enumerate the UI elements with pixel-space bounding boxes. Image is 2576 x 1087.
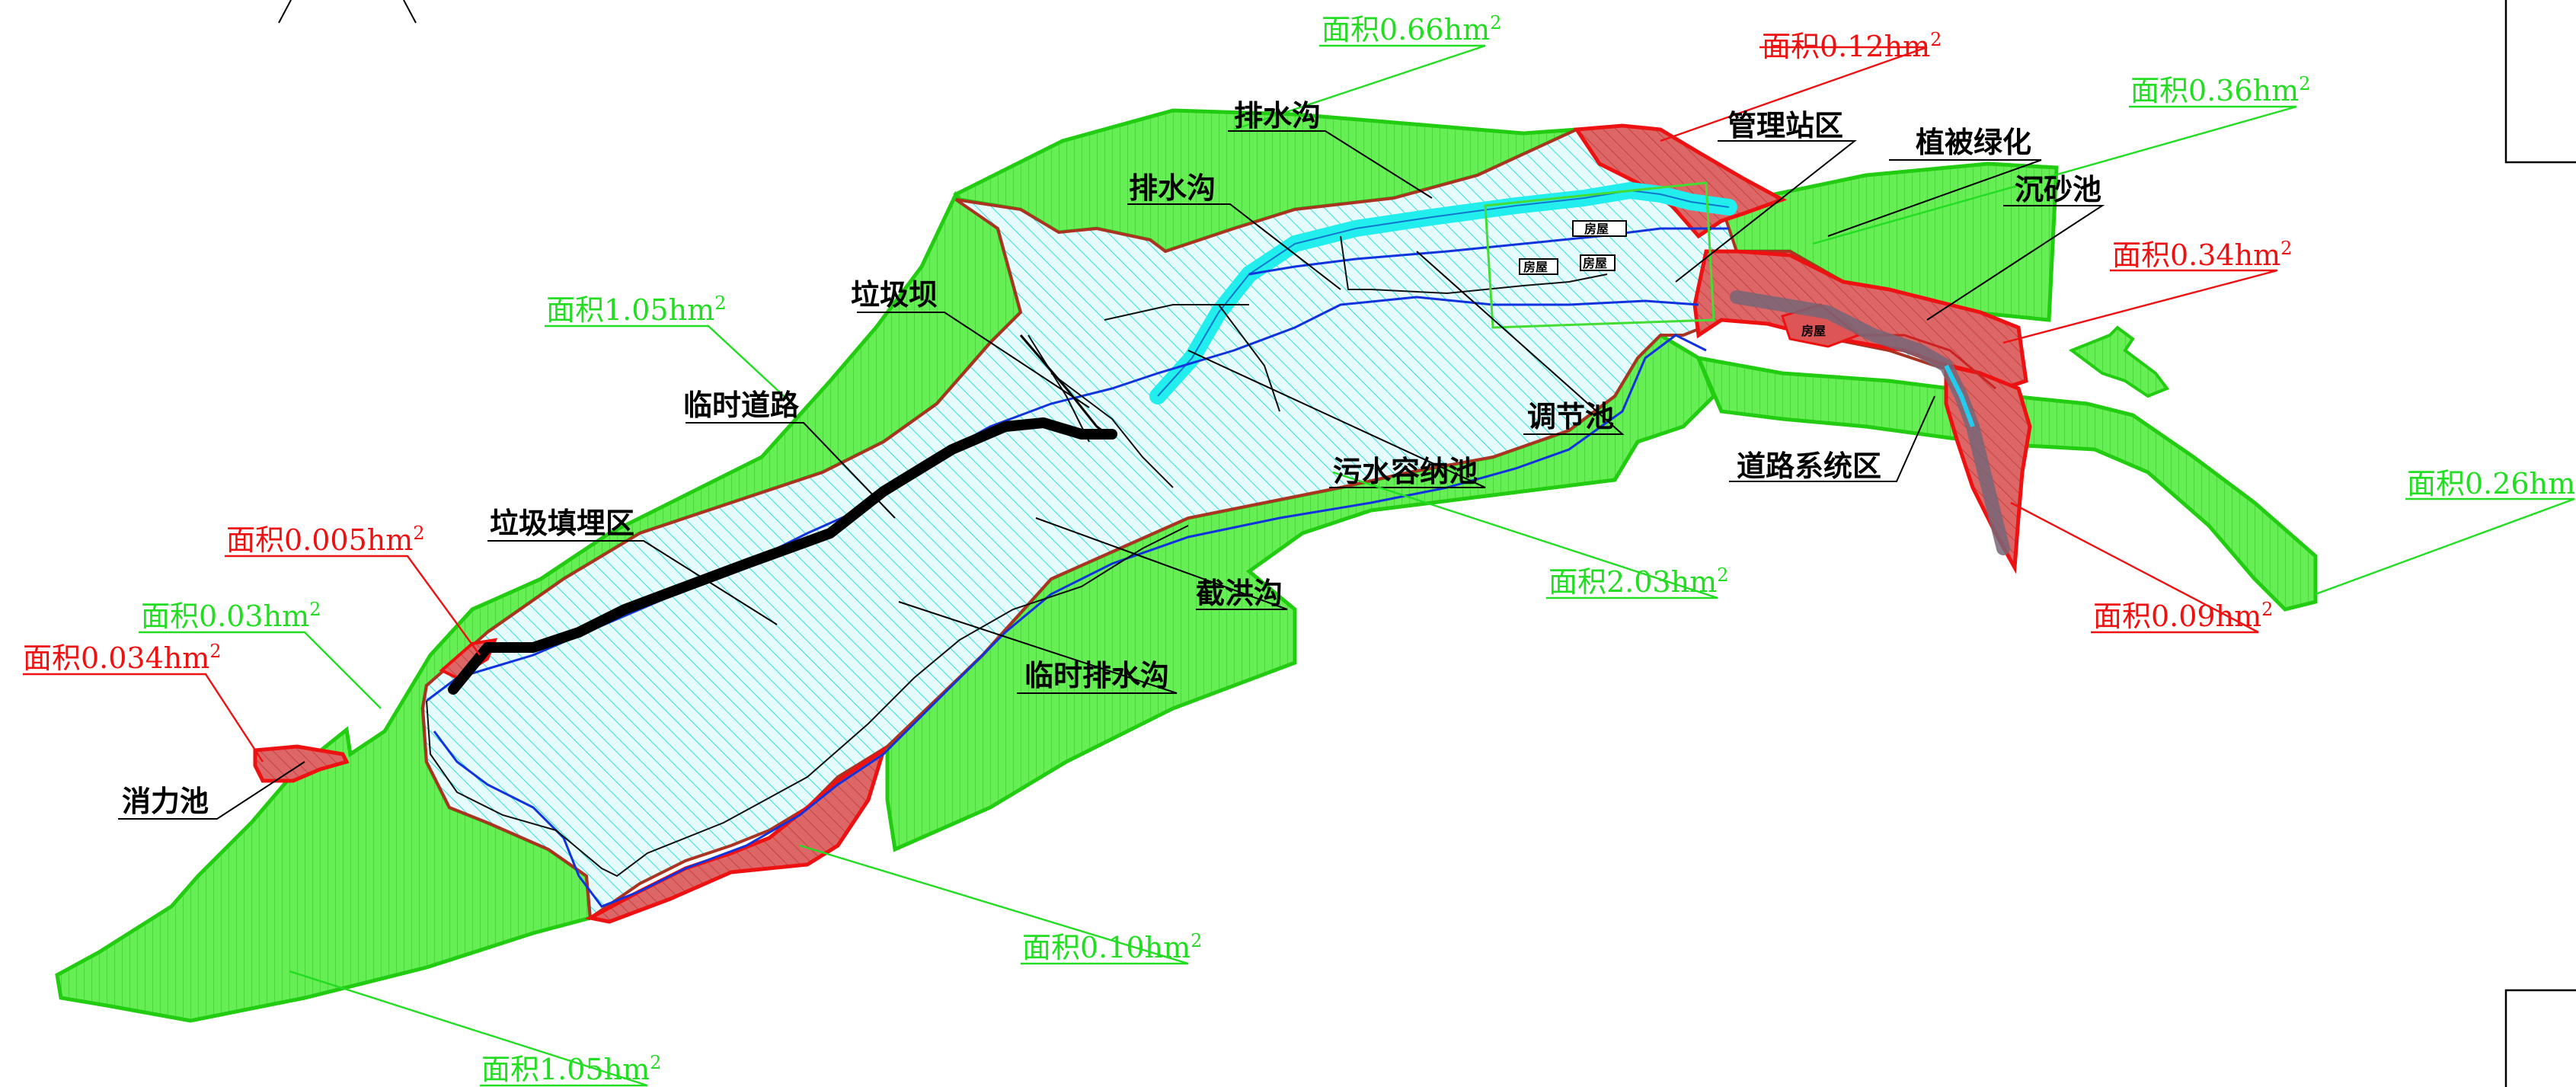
house-icons: 房屋 房屋 房屋 房屋: [1519, 220, 1861, 348]
drainage-channel-outline: [1157, 189, 1730, 397]
label-sewage-pond: 污水容纳池: [1333, 454, 1478, 488]
label-landfill-zone: 垃圾填埋区: [490, 506, 634, 540]
house-label-2: 房屋: [1523, 260, 1548, 274]
area-label-0-03: 面积0.03hm2: [141, 599, 321, 633]
feature-labels: 排水沟 排水沟 管理站区 植被绿化 沉砂池 垃圾坝 临时道路 调节池 污水容纳池…: [122, 98, 2101, 818]
label-drainage-ditch-mid: 排水沟: [1129, 171, 1216, 205]
vegetation-zone-road-strip: [1695, 355, 2318, 612]
house-label-3: 房屋: [1583, 256, 1607, 270]
area-label-0-005: 面积0.005hm2: [226, 523, 425, 557]
label-regulating-pond: 调节池: [1527, 399, 1614, 433]
area-label-1-05-bottom: 面积1.05hm2: [481, 1052, 661, 1086]
label-road-system: 道路系统区: [1737, 449, 1881, 483]
label-drainage-ditch-top: 排水沟: [1234, 98, 1321, 133]
area-label-0-09: 面积0.09hm2: [2093, 599, 2273, 633]
area-labels: 面积0.66hm2 面积0.12hm2 面积0.36hm2 面积0.34hm2 …: [23, 12, 2576, 1086]
area-label-2-03: 面积2.03hm2: [1548, 564, 1728, 599]
area-label-1-05-top: 面积1.05hm2: [546, 293, 726, 327]
house-label-1: 房屋: [1584, 222, 1609, 236]
plan-lines: [426, 235, 1608, 878]
label-vegetation: 植被绿化: [1916, 125, 2031, 159]
area-label-0-36: 面积0.36hm2: [2130, 73, 2310, 107]
area-label-0-034: 面积0.034hm2: [23, 641, 222, 675]
label-energy-pool: 消力池: [122, 784, 209, 818]
label-sediment-tank: 沉砂池: [2015, 172, 2101, 206]
area-label-0-34: 面积0.34hm2: [2112, 238, 2292, 272]
house-label-4: 房屋: [1801, 324, 1826, 338]
label-temp-drainage: 临时排水沟: [1024, 658, 1169, 692]
label-temporary-road: 临时道路: [683, 388, 800, 422]
area-label-0-10: 面积0.10hm2: [1022, 930, 1202, 964]
vegetation-zones: [55, 108, 2318, 1023]
north-arrow-icon: [278, 0, 417, 24]
leader-lines: [23, 44, 2575, 1087]
management-station-outline: [1484, 181, 1715, 329]
vegetation-zone-cross: [2068, 325, 2170, 398]
label-garbage-dam: 垃圾坝: [851, 277, 938, 312]
area-label-0-26: 面积0.26hm2: [2407, 466, 2576, 500]
label-management-station: 管理站区: [1727, 108, 1843, 142]
area-label-0-66: 面积0.66hm2: [1322, 12, 1501, 46]
label-flood-ditch: 截洪沟: [1196, 576, 1283, 610]
garbage-dam-line: [1019, 334, 1113, 440]
drawing-frame: [2504, 0, 2576, 1087]
area-label-0-12: 面积0.12hm2: [1762, 29, 1942, 63]
temporary-road: [448, 417, 1117, 695]
